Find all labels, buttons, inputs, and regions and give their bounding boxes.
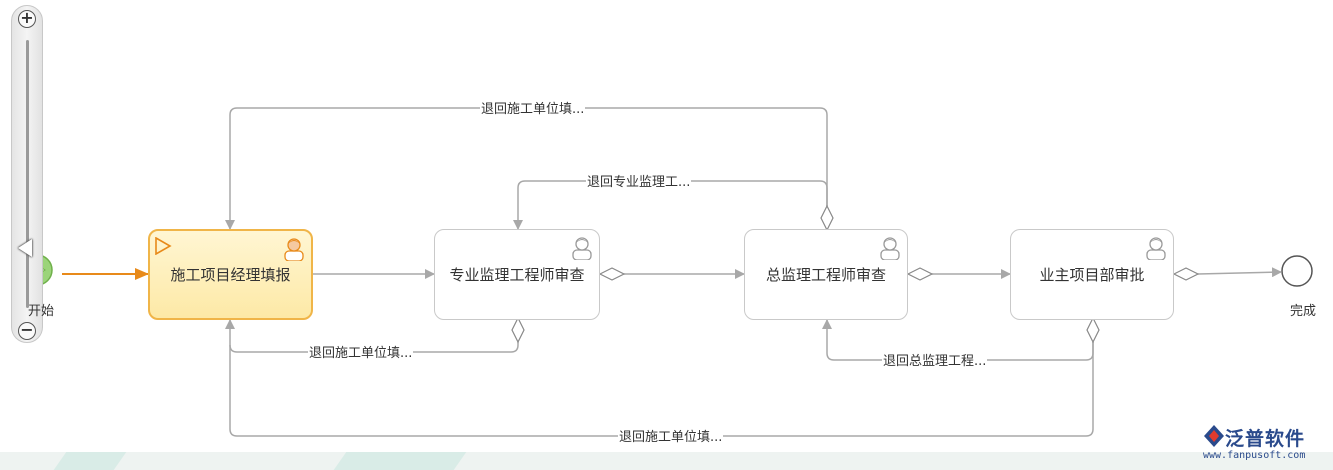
gateway-diamond — [820, 204, 834, 232]
edge-label-return-bottom: 退回施工单位填... — [618, 430, 724, 446]
edge-label-return-mid: 退回专业监理工... — [586, 175, 692, 191]
gateway-diamond — [598, 267, 626, 281]
logo-mark-icon — [1204, 425, 1224, 447]
gateway-diamond — [511, 316, 525, 344]
zoom-out-button[interactable]: − — [18, 322, 36, 340]
user-icon — [880, 237, 900, 260]
gateway-diamond — [906, 267, 934, 281]
user-icon — [284, 238, 304, 261]
task-label: 总监理工程师审查 — [765, 266, 886, 284]
zoom-track[interactable] — [26, 40, 29, 308]
bottom-band — [0, 452, 1333, 470]
start-label: 开始 — [28, 304, 55, 319]
end-label: 完成 — [1290, 304, 1317, 319]
task-label: 施工项目经理填报 — [170, 266, 291, 284]
edge-label-return-top: 退回施工单位填... — [480, 102, 586, 118]
zoom-slider[interactable]: + − — [11, 5, 43, 343]
zoom-in-button[interactable]: + — [18, 10, 36, 28]
gateway-diamond — [1172, 267, 1200, 281]
logo-url: www.fanpusoft.com — [1203, 450, 1306, 461]
edge-label-return-task2: 退回施工单位填... — [308, 346, 414, 362]
edge-label-return-task4-task3: 退回总监理工程... — [882, 354, 988, 370]
start-marker-icon — [155, 237, 172, 255]
flow-return-top — [225, 107, 828, 230]
gateway-diamond — [1086, 316, 1100, 344]
task-specialist-supervisor-review[interactable]: 专业监理工程师审查 — [434, 229, 600, 320]
logo-name: 泛普软件 — [1225, 428, 1306, 450]
task-contractor-pm-submit[interactable]: 施工项目经理填报 — [148, 229, 313, 320]
end-event[interactable] — [1281, 255, 1313, 287]
user-icon — [1146, 237, 1166, 260]
flow-task4-end — [1197, 267, 1282, 278]
task-label: 专业监理工程师审查 — [449, 266, 585, 284]
task-owner-dept-approve[interactable]: 业主项目部审批 — [1010, 229, 1174, 320]
task-label: 业主项目部审批 — [1039, 266, 1145, 284]
brand-logo: 泛普软件 www.fanpusoft.com — [1203, 422, 1328, 467]
task-chief-supervisor-review[interactable]: 总监理工程师审查 — [744, 229, 908, 320]
user-icon — [572, 237, 592, 260]
zoom-thumb[interactable] — [18, 239, 32, 257]
